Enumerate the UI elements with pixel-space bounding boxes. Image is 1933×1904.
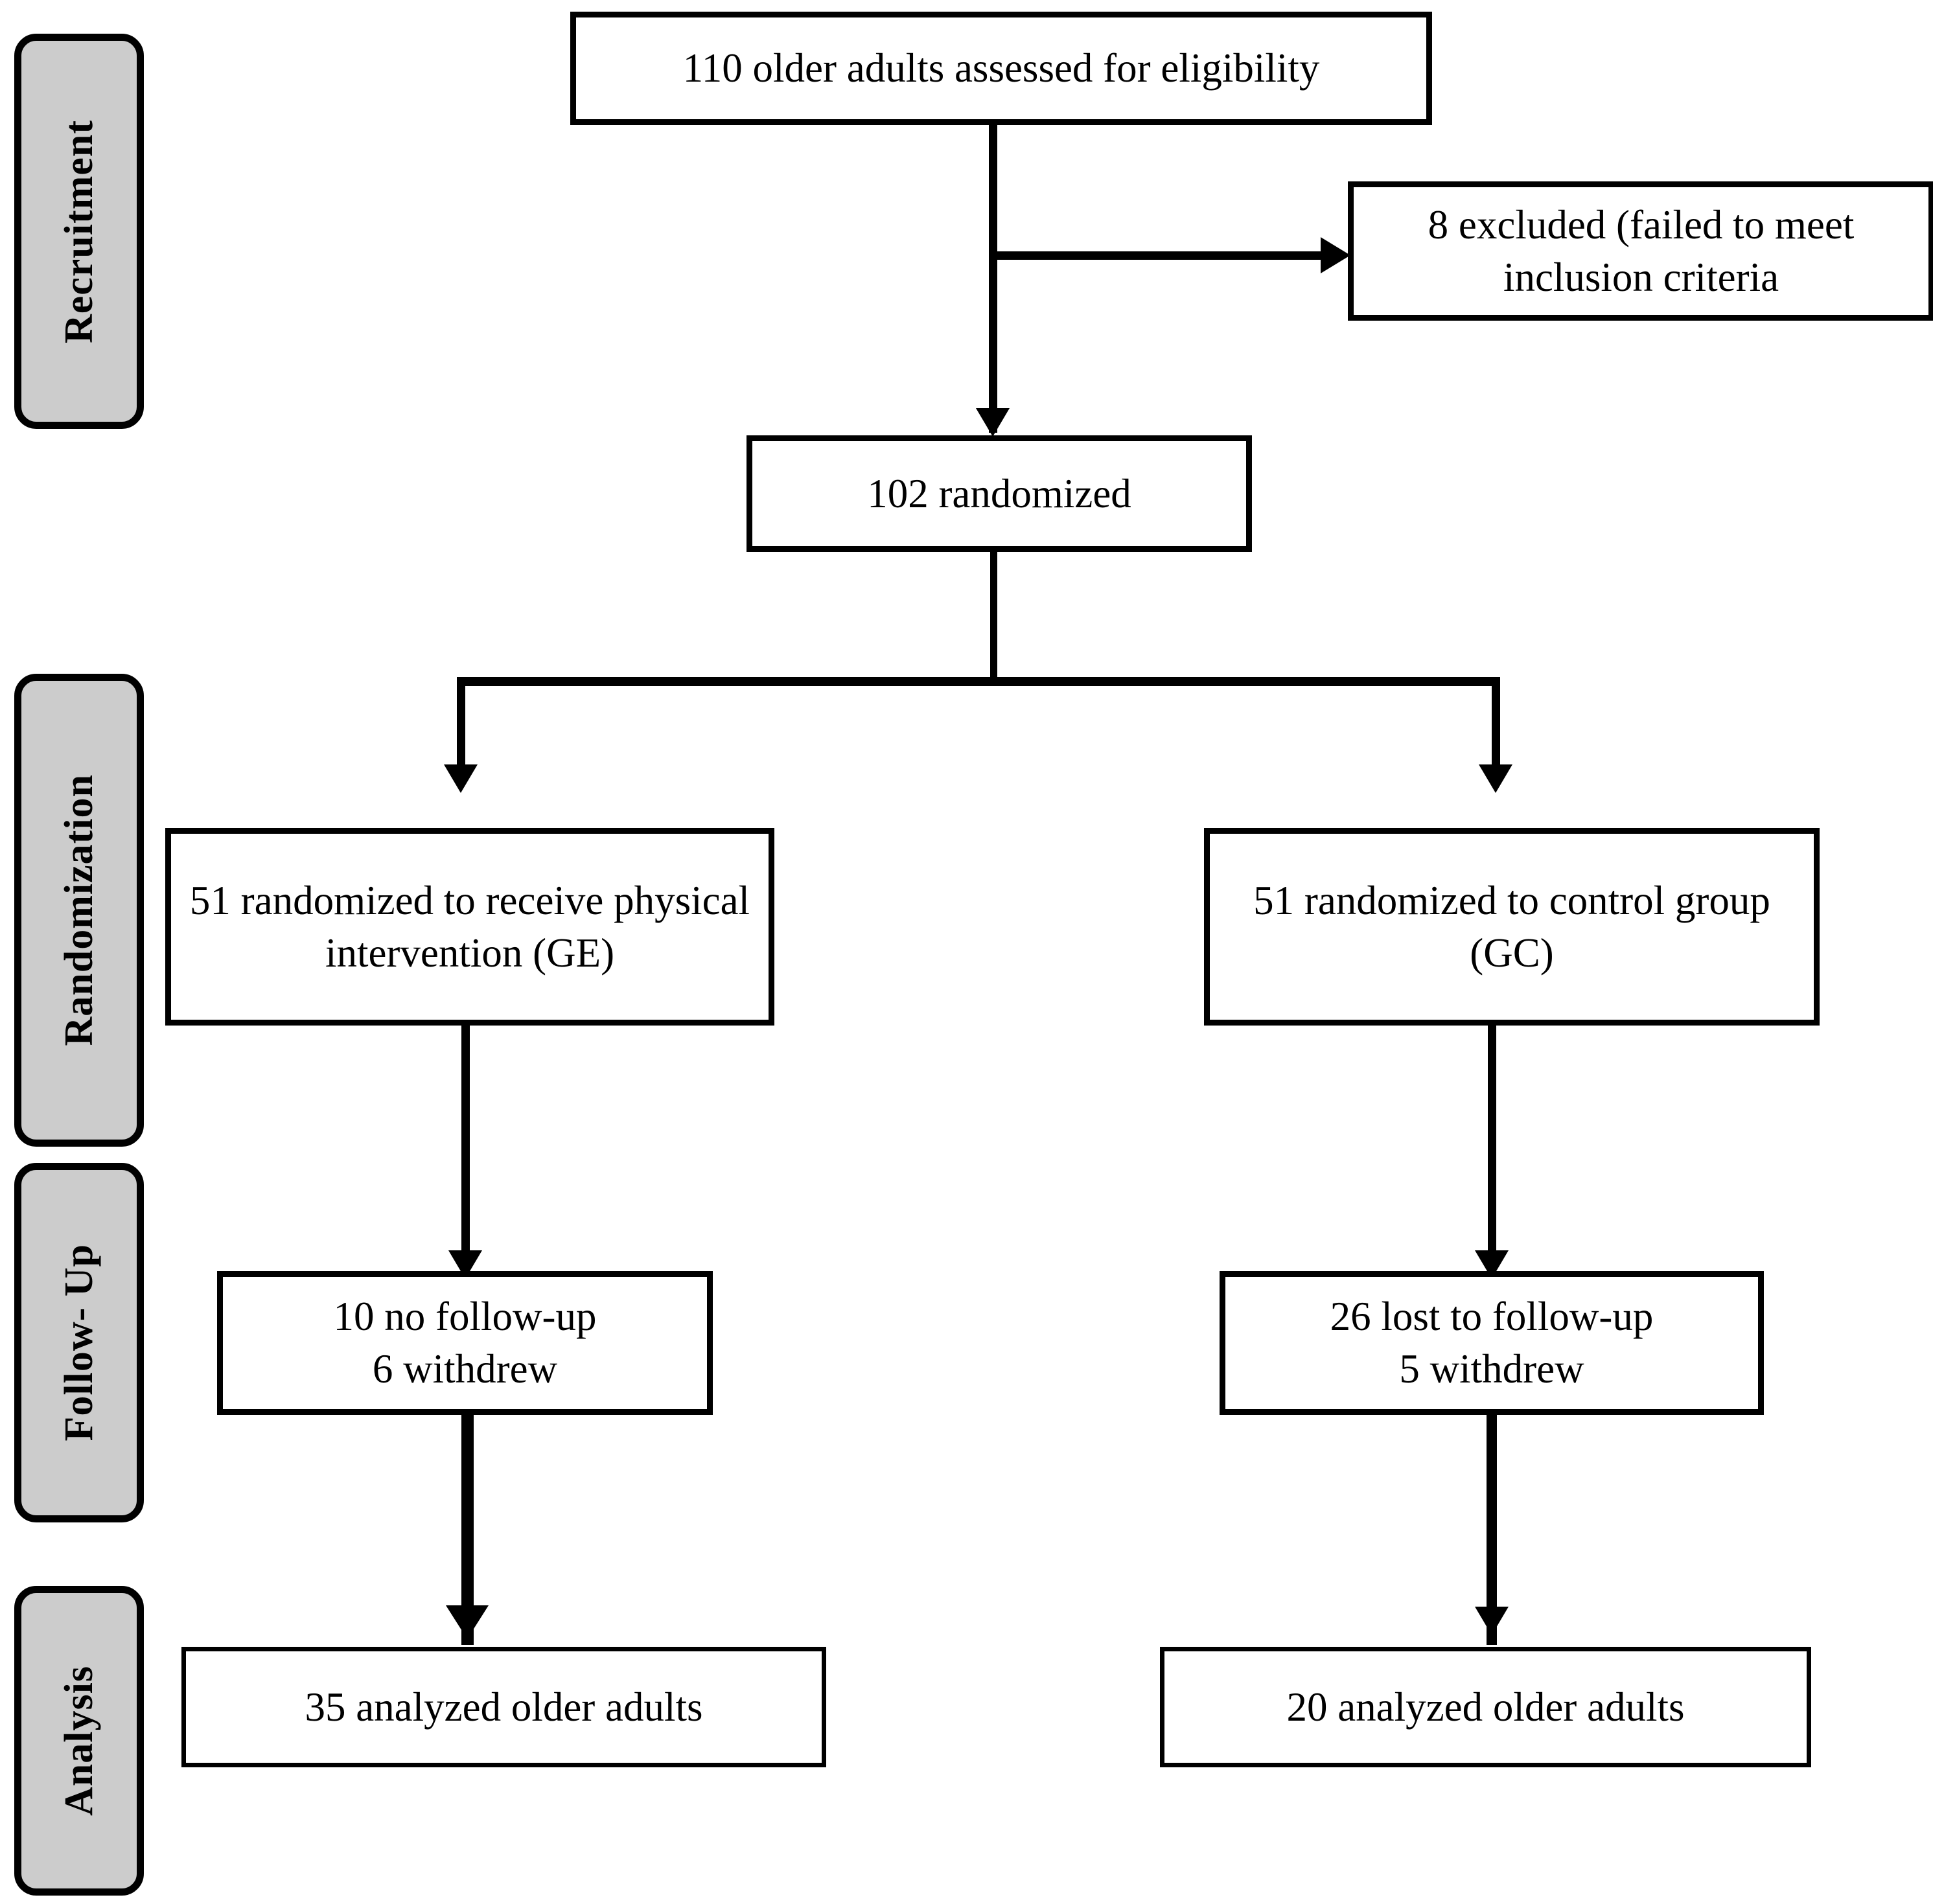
connector-randomized-stem [990,552,997,682]
node-gc-analyzed-text: 20 analyzed older adults [1286,1684,1685,1730]
phase-label-recruitment-text: Recruitment [57,119,101,343]
node-control-group-text: 51 randomized to control group (GC) [1253,877,1770,976]
node-intervention-group-text: 51 randomized to receive physical interv… [189,877,750,976]
arrowhead-to-control [1479,764,1512,793]
node-intervention-group: 51 randomized to receive physical interv… [165,828,774,1026]
node-randomized: 102 randomized [747,435,1252,552]
phase-label-analysis-text: Analysis [57,1666,101,1816]
node-assessed-for-eligibility: 110 older adults assessed for eligibilit… [570,12,1432,125]
node-control-group: 51 randomized to control group (GC) [1204,828,1820,1026]
node-excluded-text: 8 excluded (failed to meet inclusion cri… [1428,201,1855,300]
phase-label-randomization-text: Randomization [57,774,101,1046]
phase-label-recruitment: Recruitment [14,34,144,429]
arrowhead-to-intervention [444,764,478,793]
node-randomized-text: 102 randomized [867,470,1131,516]
arrowhead-ge-followup-to-analyzed [446,1605,489,1639]
arrowhead-assessed-to-randomized [976,408,1010,437]
connector-assessed-to-randomized [989,125,997,433]
node-assessed-for-eligibility-text: 110 older adults assessed for eligibilit… [682,45,1320,91]
phase-label-follow-up: Follow- Up [14,1163,144,1522]
phase-label-analysis: Analysis [14,1586,144,1896]
connector-intervention-to-ge-followup [461,1026,470,1259]
connector-ge-followup-to-analyzed [461,1415,474,1645]
arrowhead-gc-followup-to-analyzed [1475,1607,1509,1635]
phase-label-follow-up-text: Follow- Up [57,1244,101,1441]
arrowhead-to-excluded [1321,237,1350,273]
node-excluded: 8 excluded (failed to meet inclusion cri… [1348,181,1933,321]
phase-label-randomization: Randomization [14,674,144,1147]
connector-to-control [1492,677,1500,771]
connector-gc-followup-to-analyzed [1487,1415,1497,1645]
node-gc-analyzed: 20 analyzed older adults [1160,1647,1811,1767]
connector-to-intervention [457,677,465,771]
connector-control-to-gc-followup [1488,1026,1496,1259]
connector-to-excluded [997,251,1329,260]
connector-randomization-split-bar [457,677,1500,686]
node-ge-analyzed: 35 analyzed older adults [181,1647,826,1767]
node-ge-analyzed-text: 35 analyzed older adults [305,1684,703,1730]
